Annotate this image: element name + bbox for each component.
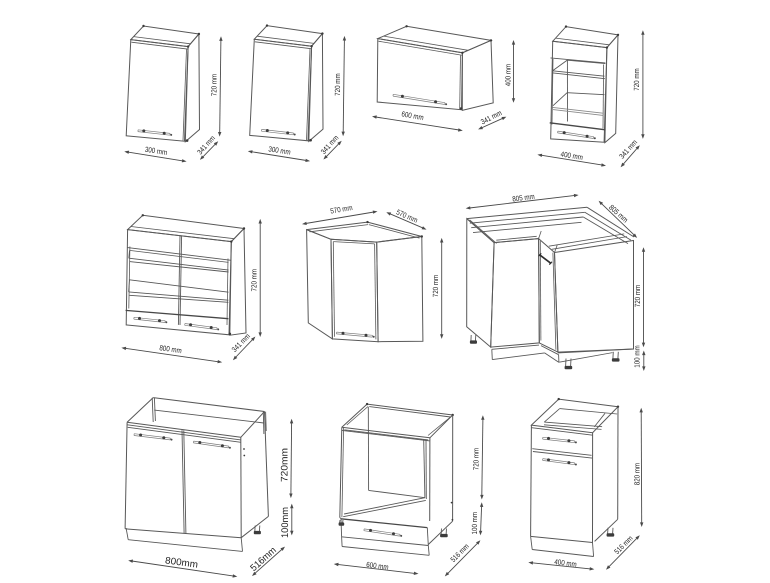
svg-text:720 mm: 720 mm [633,285,642,308]
svg-text:720 mm: 720 mm [632,68,641,91]
svg-text:100 mm: 100 mm [632,345,641,368]
svg-text:720 mm: 720 mm [249,269,258,292]
svg-text:100 mm: 100 mm [470,512,479,535]
svg-text:720 mm: 720 mm [431,275,440,298]
svg-text:720mm: 720mm [280,448,291,482]
svg-text:720 mm: 720 mm [333,73,342,96]
svg-text:820 mm: 820 mm [632,463,641,486]
svg-text:100mm: 100mm [280,507,291,538]
svg-text:400 mm: 400 mm [504,64,513,87]
svg-text:720 mm: 720 mm [210,74,219,97]
svg-text:720 mm: 720 mm [472,448,481,471]
